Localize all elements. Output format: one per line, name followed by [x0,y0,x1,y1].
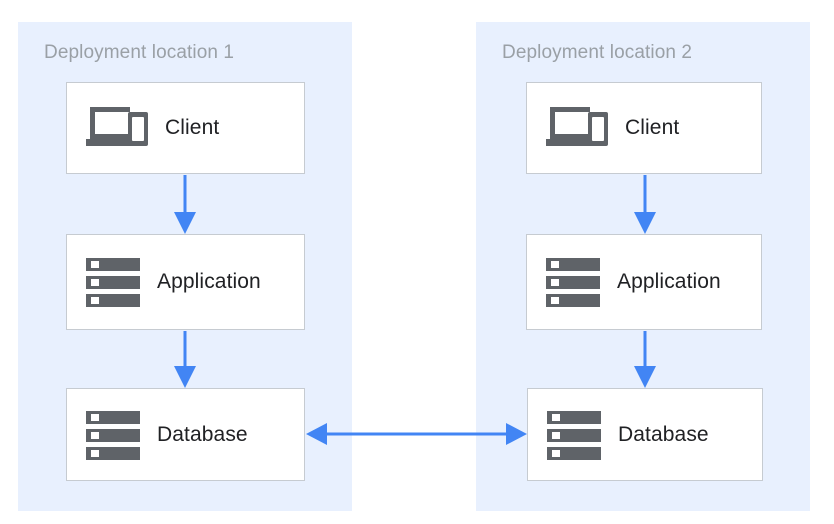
node-application-1-label: Application [157,270,261,293]
server-icon [547,409,601,461]
node-application-2-label: Application [617,270,721,293]
devices-icon [86,104,148,152]
node-application-2[interactable]: Application [526,234,762,330]
node-client-1[interactable]: Client [66,82,305,174]
node-database-1-label: Database [157,422,248,446]
node-client-2[interactable]: Client [526,82,762,174]
zone-1-label: Deployment location 1 [44,42,235,63]
server-icon [86,409,140,461]
node-client-1-label: Client [165,116,220,139]
server-icon [546,256,600,308]
node-client-2-label: Client [625,116,680,139]
node-database-2[interactable]: Database [527,388,763,481]
devices-icon [546,104,608,152]
node-database-1[interactable]: Database [66,388,305,481]
server-icon [86,256,140,308]
zone-2-label: Deployment location 2 [502,42,693,63]
node-database-2-label: Database [618,422,709,446]
node-application-1[interactable]: Application [66,234,305,330]
